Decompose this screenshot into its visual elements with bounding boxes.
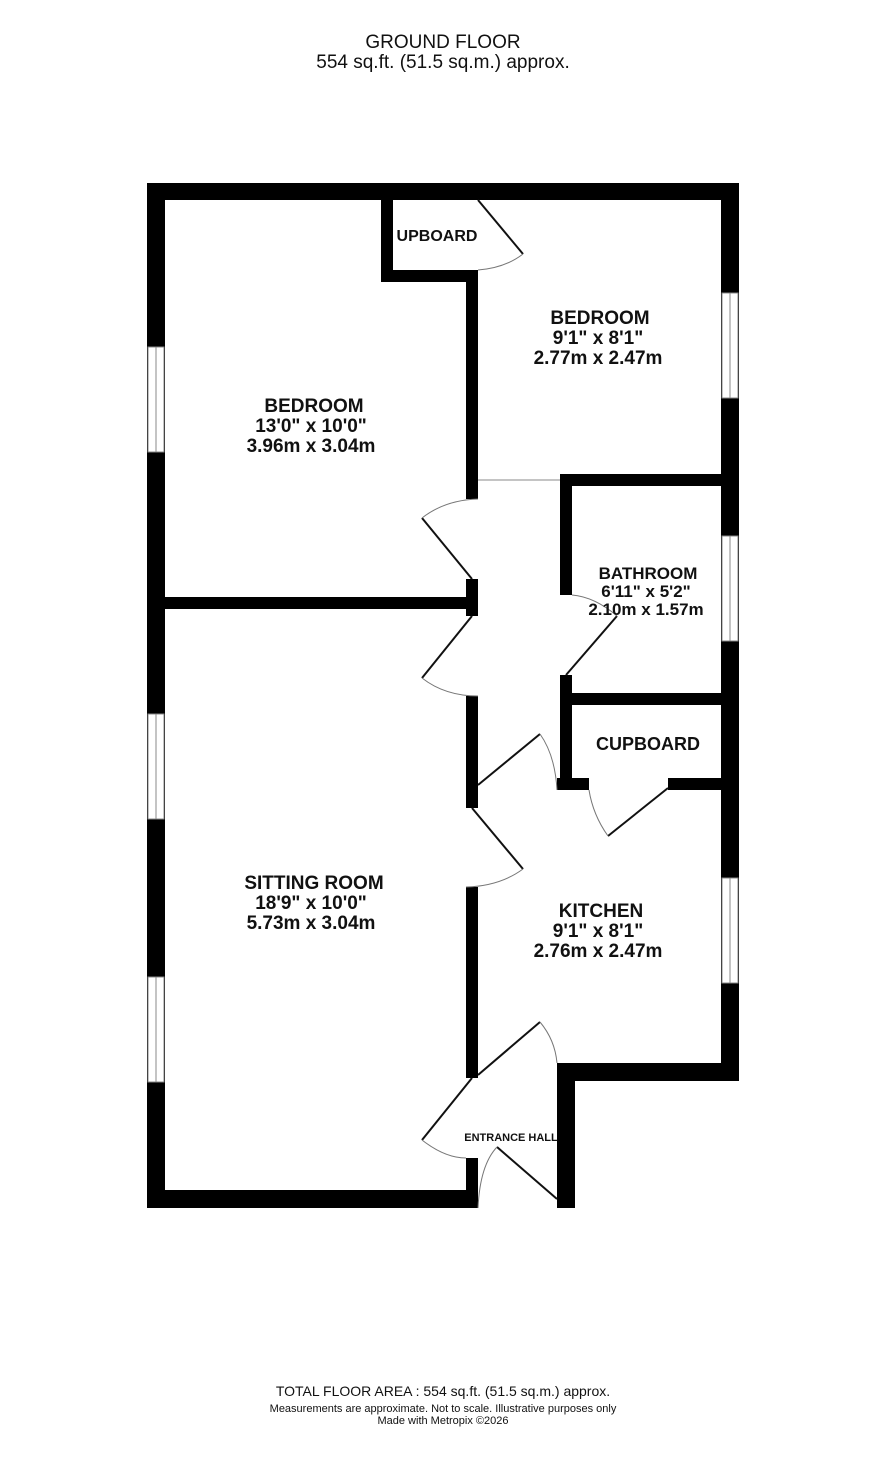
room-size-imperial: 6'11" x 5'2"	[601, 582, 690, 601]
room-size-imperial: 9'1" x 8'1"	[553, 921, 643, 942]
room-name: SITTING ROOM	[244, 873, 383, 894]
disclaimer: Measurements are approximate. Not to sca…	[269, 1403, 617, 1415]
walls	[147, 183, 739, 1208]
room-bedroom-1: BEDROOM 13'0" x 10'0" 3.96m x 3.04m	[247, 396, 376, 457]
room-size-imperial: 9'1" x 8'1"	[553, 328, 643, 349]
floor-title: GROUND FLOOR	[365, 32, 521, 53]
room-name: KITCHEN	[559, 901, 643, 922]
room-size-imperial: 18'9" x 10'0"	[255, 893, 367, 914]
room-cupboard-2: CUPBOARD	[596, 734, 700, 754]
room-bedroom-2: BEDROOM 9'1" x 8'1" 2.77m x 2.47m	[534, 308, 663, 369]
room-sitting-room: SITTING ROOM 18'9" x 10'0" 5.73m x 3.04m	[244, 873, 383, 934]
room-name: BEDROOM	[550, 308, 649, 329]
credit: Made with Metropix ©2026	[377, 1415, 509, 1427]
doors	[421, 199, 669, 1209]
room-entrance-hall: ENTRANCE HALL	[464, 1132, 558, 1144]
room-size-imperial: 13'0" x 10'0"	[255, 416, 367, 437]
room-name: BEDROOM	[264, 396, 363, 417]
room-size-metric: 5.73m x 3.04m	[247, 913, 376, 934]
room-size-metric: 3.96m x 3.04m	[247, 436, 376, 457]
room-name: BATHROOM	[599, 564, 698, 583]
room-bathroom: BATHROOM 6'11" x 5'2" 2.10m x 1.57m	[588, 564, 703, 619]
room-cupboard-1: UPBOARD	[397, 228, 478, 245]
total-floor-area: TOTAL FLOOR AREA : 554 sq.ft. (51.5 sq.m…	[275, 1383, 611, 1399]
room-size-metric: 2.76m x 2.47m	[534, 941, 663, 962]
room-size-metric: 2.77m x 2.47m	[534, 348, 663, 369]
windows	[147, 292, 739, 1083]
room-kitchen: KITCHEN 9'1" x 8'1" 2.76m x 2.47m	[534, 901, 663, 962]
floor-area: 554 sq.ft. (51.5 sq.m.) approx.	[316, 52, 570, 73]
room-size-metric: 2.10m x 1.57m	[588, 600, 703, 619]
